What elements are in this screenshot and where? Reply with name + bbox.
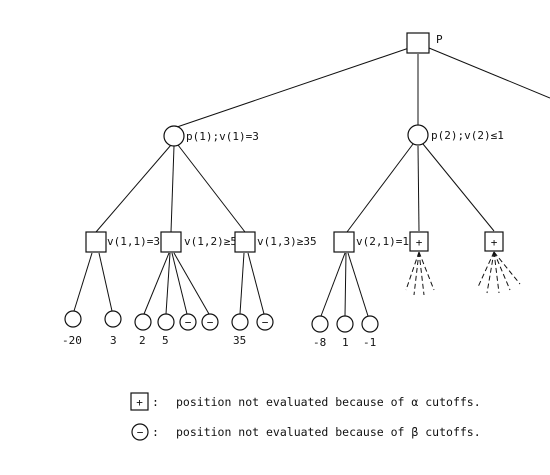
node-p2-label: p(2);v(2)≤1 [431,129,504,142]
node-v13 [234,231,256,253]
beta-minus-icon: − [185,316,192,329]
edge-v12-beta2 [173,252,210,315]
dash-alpha2-a [477,251,495,288]
beta-minus-icon: − [207,316,214,329]
node-p1-label: p(1);v(1)=3 [186,130,259,143]
edge-p1-v13 [177,144,246,233]
dash-alpha1-d [418,251,435,291]
leaf-value: -20 [62,334,82,347]
leaf-value: 35 [233,334,246,347]
dash-alpha2-c [493,251,500,294]
edge-p2-v21 [346,143,414,233]
legend-beta-text: position not evaluated because of β cuto… [176,425,481,439]
edge-root-p3 [428,47,550,99]
edge-v21-leaf1 [320,252,346,317]
leaf-value: 1 [342,336,349,349]
alpha-plus-icon: + [416,236,423,249]
edge-v11-leaf1 [73,252,93,312]
beta-cutoff-node: − [256,313,274,331]
legend-alpha-plus: + [136,396,143,409]
alpha-plus-icon: + [491,236,498,249]
legend: + : position not evaluated because of α … [130,392,481,441]
node-v21-label: v(2,1)=1 [356,235,409,248]
root-label: P [436,33,443,46]
beta-minus-icon: − [262,316,269,329]
edge-v11-leaf2 [98,252,113,312]
edge-v12-leaf2 [165,252,171,315]
legend-alpha-colon: : [152,395,159,409]
beta-cutoff-node: − [179,313,197,331]
tree-edges [73,47,550,317]
dash-alpha2-d [493,251,511,291]
leaf-value: 3 [110,334,117,347]
edge-p2-alpha2 [422,143,495,232]
leaf-value: 2 [139,334,146,347]
node-v12 [160,231,182,253]
leaf-node [104,310,122,328]
edge-root-p1 [176,47,410,128]
node-p1 [163,125,185,147]
dash-alpha1-a [405,251,420,291]
edge-p2-alpha1 [417,145,420,232]
root-node [406,32,430,54]
beta-cutoff-node: − [201,313,219,331]
leaf-value: 5 [162,334,169,347]
leaf-node [64,310,82,328]
edge-v13-leaf1 [239,252,245,315]
edge-v12-leaf1 [143,252,170,315]
edge-v13-beta1 [247,252,265,315]
legend-beta-circle-icon [131,423,149,441]
node-v11-label: v(1,1)=3 [107,235,160,248]
dash-alpha2-e [493,251,521,285]
legend-alpha-text: position not evaluated because of α cuto… [176,395,481,409]
dash-alpha1-c [418,251,425,296]
dash-alpha2-b [486,251,495,294]
leaf-value: -8 [313,336,326,349]
leaf-node [311,315,329,333]
edge-v12-beta1 [171,252,188,315]
legend-beta-row: − : position not evaluated because of β … [131,423,481,441]
edge-v21-leaf3 [347,252,369,317]
leaf-value: -1 [363,336,376,349]
legend-alpha-row: + : position not evaluated because of α … [130,392,481,411]
leaf-node [361,315,379,333]
alpha-cutoff-node-1: + [409,231,429,252]
node-v12-label: v(1,2)≥5 [184,235,237,248]
node-v21 [333,231,355,253]
node-p2 [407,124,429,146]
dash-alpha1-b [413,251,420,296]
node-v11 [85,231,107,253]
leaf-node [336,315,354,333]
edge-p1-v11 [95,144,172,233]
leaf-node [134,313,152,331]
alpha-cutoff-node-2: + [484,231,504,252]
leaf-values: -20 3 2 5 35 -8 1 -1 [62,334,376,349]
legend-alpha-box-icon [130,392,149,411]
edge-p1-v12 [170,145,175,233]
legend-beta-colon: : [152,425,159,439]
edge-v21-leaf2 [344,252,347,317]
leaf-node [231,313,249,331]
legend-beta-minus: − [137,426,144,439]
tree-nodes: P p(1);v(1)=3 p(2);v(2)≤1 v(1,1)=3 v(1,2… [64,32,504,333]
node-v13-label: v(1,3)≥35 [257,235,317,248]
leaf-node [157,313,175,331]
